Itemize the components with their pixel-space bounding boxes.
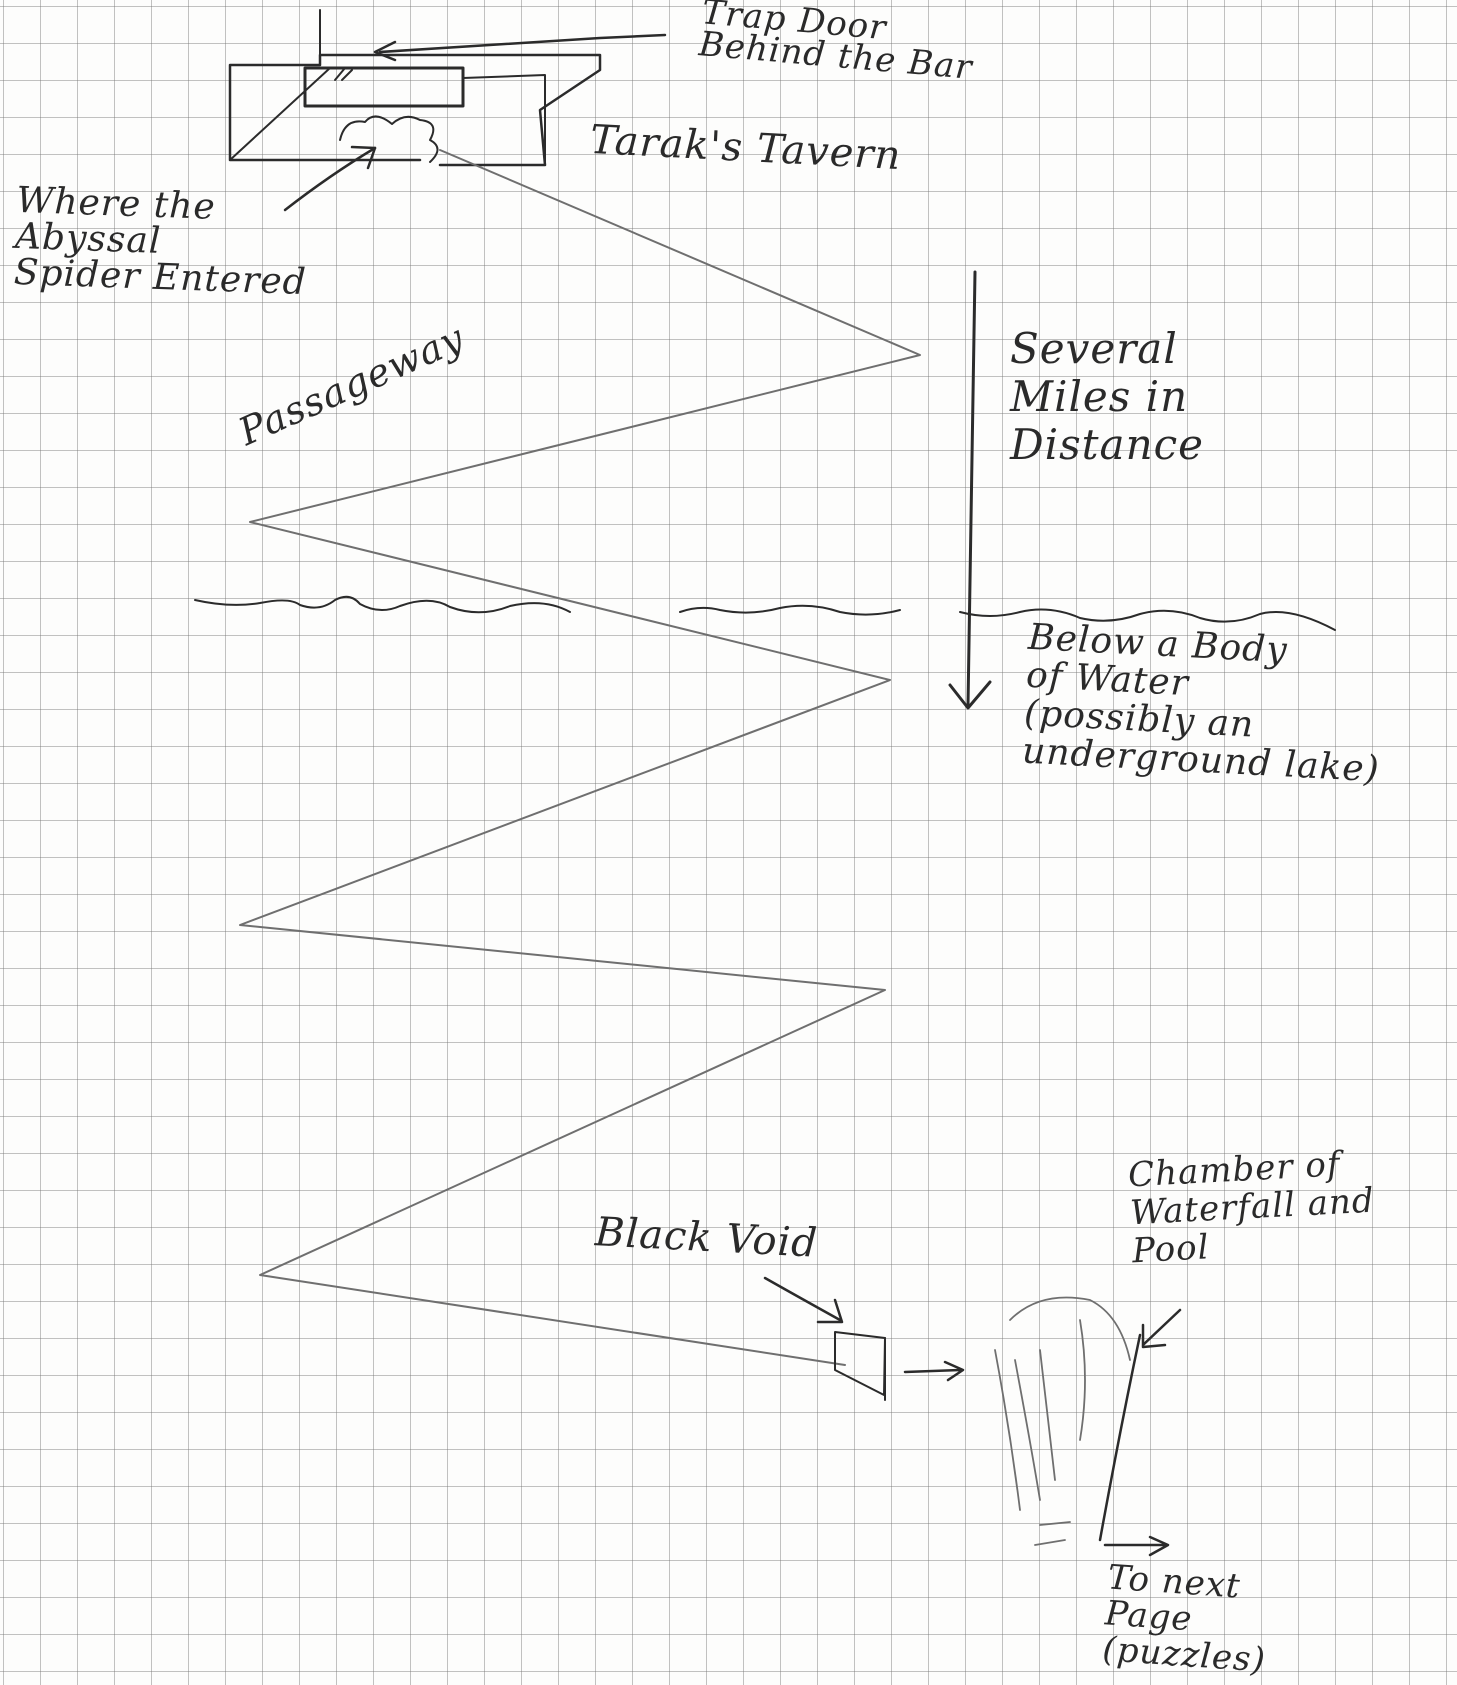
water-surface-line [194,595,1336,631]
tavern-outline [228,53,602,167]
passageway-path [239,149,921,1366]
trap-door-mark [334,67,353,81]
tavern-back-wall [462,74,546,166]
next-page-label: To next Page (puzzles) [1101,1557,1268,1681]
water-label: Below a Body of Water (possibly an under… [1021,616,1381,791]
waterfall-chamber [994,1296,1142,1546]
distance-label: Several Miles in Distance [1010,324,1205,469]
spider-entry-label: Where the Abyssal Spider Entered [13,179,308,304]
next-page-arrow [1103,1535,1170,1557]
tavern-roof-line [229,9,331,161]
spider-entry-arrow [283,145,377,212]
black-void [763,1276,886,1401]
trap-door-arrow [373,33,667,62]
spider-hole-edge [339,115,439,163]
tarak-tavern-structure [228,9,602,167]
bar-counter [303,66,465,108]
void-to-chamber-arrow [903,1360,965,1382]
chamber-label-arrow [1141,1308,1182,1349]
chamber-label: Chamber of Waterfall and Pool [1127,1144,1376,1272]
distance-arrow [948,270,992,710]
